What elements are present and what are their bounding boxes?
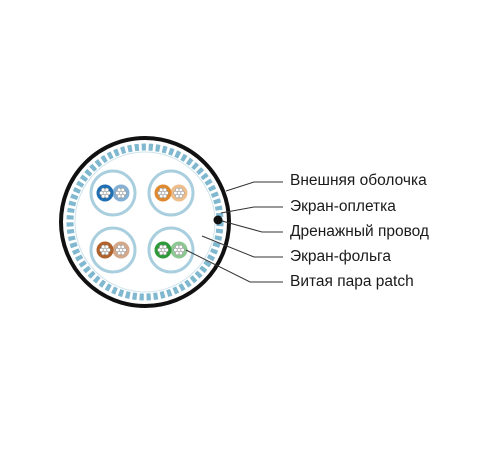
pair-green-striped-conductor-strand — [175, 250, 180, 256]
pair-green-colored-conductor-strand — [159, 250, 164, 256]
pair-blue-striped-conductor-strand — [122, 190, 127, 196]
pair-orange-striped-conductor-strand — [175, 187, 180, 193]
pair-blue — [89, 169, 137, 217]
pair-orange-colored-conductor-strand — [157, 190, 162, 196]
label-drain-wire: Дренажный провод — [290, 223, 429, 240]
pair-brown-colored-conductor-strand — [101, 244, 106, 250]
pair-brown-colored-conductor-strand — [104, 250, 109, 256]
pair-blue-colored-conductor-strand — [99, 190, 104, 196]
pair-green-colored-conductor-strand — [159, 244, 164, 250]
pair-blue-striped-conductor-strand — [115, 190, 120, 196]
pair-brown — [89, 226, 137, 274]
pair-green-colored-conductor-strand — [157, 247, 162, 253]
pair-brown-colored-conductor-strand — [104, 244, 109, 250]
pair-blue-colored-conductor-strand — [106, 190, 111, 196]
pair-brown-colored-conductor-strand — [106, 247, 111, 253]
pair-orange-colored-conductor-strand — [162, 193, 167, 199]
pair-green-striped-conductor-strand — [180, 247, 185, 253]
leader-line-braid — [220, 206, 283, 214]
pair-brown-striped-conductor-strand — [120, 244, 125, 250]
pair-brown-colored-conductor-strand — [101, 250, 106, 256]
pair-blue-colored-conductor-strand — [101, 187, 106, 193]
leader-lines — [185, 181, 283, 283]
pair-green — [147, 226, 195, 274]
pair-blue-colored-conductor-strand — [104, 187, 109, 193]
pair-blue-colored-conductor-strand — [104, 193, 109, 199]
pair-brown-striped-conductor-strand — [117, 250, 122, 256]
pair-blue-colored-conductor-strand — [101, 193, 106, 199]
pair-green-colored-conductor-strand — [162, 244, 167, 250]
pair-green-striped-conductor-strand — [178, 250, 183, 256]
pair-blue-striped-conductor-strand — [120, 187, 125, 193]
pair-green-striped-conductor-strand — [173, 247, 178, 253]
pair-brown-striped-conductor-strand — [117, 244, 122, 250]
pair-brown-striped-conductor-strand — [115, 247, 120, 253]
leader-line-foil — [201, 235, 283, 258]
pair-orange-colored-conductor-strand — [159, 187, 164, 193]
pair-brown-colored-conductor-strand — [99, 247, 104, 253]
pair-orange-colored-conductor-strand — [162, 187, 167, 193]
pair-orange-striped-conductor-strand — [175, 193, 180, 199]
twisted-pairs — [89, 169, 195, 274]
pair-brown-striped-conductor-strand — [120, 250, 125, 256]
pair-orange-striped-conductor-strand — [178, 187, 183, 193]
label-twisted-pair: Витая пара patch — [290, 273, 414, 290]
pair-blue-striped-conductor-strand — [117, 193, 122, 199]
pair-blue-striped-conductor-strand — [120, 193, 125, 199]
pair-blue-striped-conductor-strand — [117, 187, 122, 193]
pair-orange-striped-conductor-strand — [180, 190, 185, 196]
leader-line-drain — [221, 220, 283, 233]
label-braid-shield: Экран-оплетка — [290, 198, 396, 215]
leader-line-outer-jacket — [225, 181, 283, 192]
label-outer-jacket: Внешняя оболочка — [290, 172, 427, 189]
pair-green-striped-conductor-strand — [175, 244, 180, 250]
outer-jacket — [59, 136, 231, 308]
pair-brown-striped-conductor-strand — [122, 247, 127, 253]
pair-orange — [147, 169, 195, 217]
pair-orange-colored-conductor-strand — [159, 193, 164, 199]
pair-orange-colored-conductor-strand — [164, 190, 169, 196]
pair-green-colored-conductor-strand — [164, 247, 169, 253]
pair-green-colored-conductor-strand — [162, 250, 167, 256]
drain-wire — [213, 215, 223, 225]
label-foil-shield: Экран-фольга — [290, 248, 391, 265]
leader-line-pair — [185, 249, 283, 283]
pair-green-striped-conductor-strand — [178, 244, 183, 250]
pair-orange-striped-conductor-strand — [173, 190, 178, 196]
pair-orange-striped-conductor-strand — [178, 193, 183, 199]
